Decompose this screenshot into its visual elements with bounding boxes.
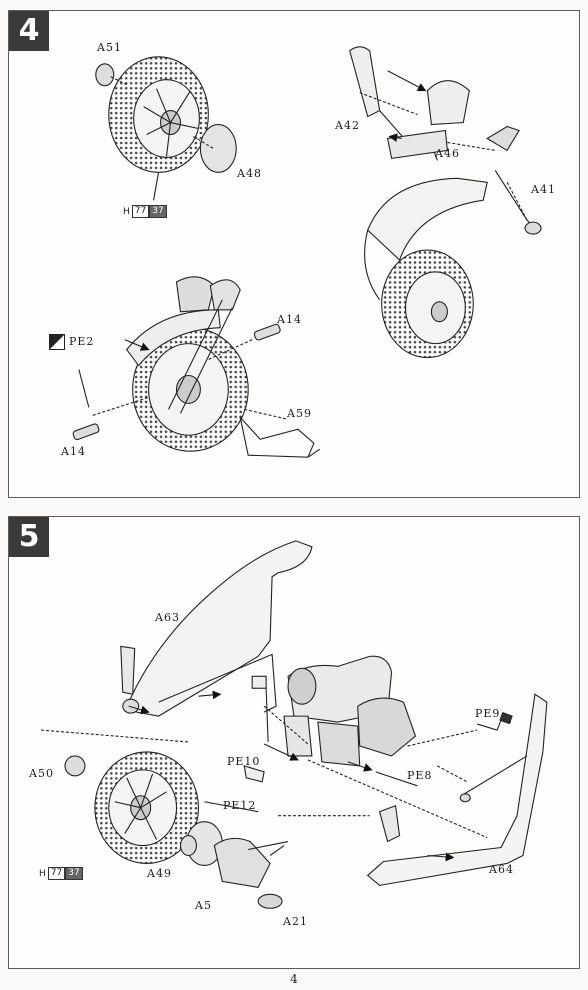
label-a64: A64 [489,863,514,876]
label-pe8: PE8 [407,769,433,782]
color-code-primary: 77 [131,205,150,218]
fender-fork-assembly [349,46,542,359]
pe12-part [204,801,259,813]
label-pe9: PE9 [475,707,501,720]
label-a21: A21 [283,915,308,928]
label-a50: A50 [29,767,54,780]
label-a49: A49 [147,867,172,880]
color-code-h: H 77 37 [39,867,83,880]
label-a5: A5 [195,899,212,912]
pe10-part [243,765,265,783]
color-code-prefix: H [123,206,130,217]
engine-block [251,655,417,767]
label-a46: A46 [435,147,460,160]
label-a14-bottom: A14 [61,445,86,458]
label-a14-top: A14 [277,313,302,326]
upper-frame [120,540,313,717]
step-4-diagram [72,46,542,458]
label-pe10: PE10 [227,755,261,768]
color-code-prefix: H [39,868,46,879]
color-code-h: H 77 37 [123,205,167,218]
front-wheel-assembly [95,56,237,201]
label-a63: A63 [155,611,180,624]
label-a59: A59 [287,407,312,420]
step-5-panel: 5 [8,516,580,969]
page-number: 4 [290,972,298,986]
color-code-secondary: 37 [149,205,167,218]
wheel-assembly [64,751,223,867]
label-a41: A41 [531,183,556,196]
label-a48: A48 [237,167,262,180]
label-pe2: PE2 [69,335,95,348]
label-a42: A42 [335,119,360,132]
label-a51: A51 [97,41,122,54]
lower-frame [366,693,548,886]
photo-etch-icon [49,334,65,350]
step-number-badge: 4 [9,11,49,51]
rear-drive-assembly [213,837,289,909]
step-4-panel: 4 [8,10,580,498]
step-5-diagram [41,540,548,909]
label-pe12: PE12 [223,799,257,812]
step-number-badge: 5 [9,517,49,557]
color-code-primary: 77 [47,867,66,880]
color-code-secondary: 37 [65,867,83,880]
rear-wheel-stand-assembly [72,276,321,458]
